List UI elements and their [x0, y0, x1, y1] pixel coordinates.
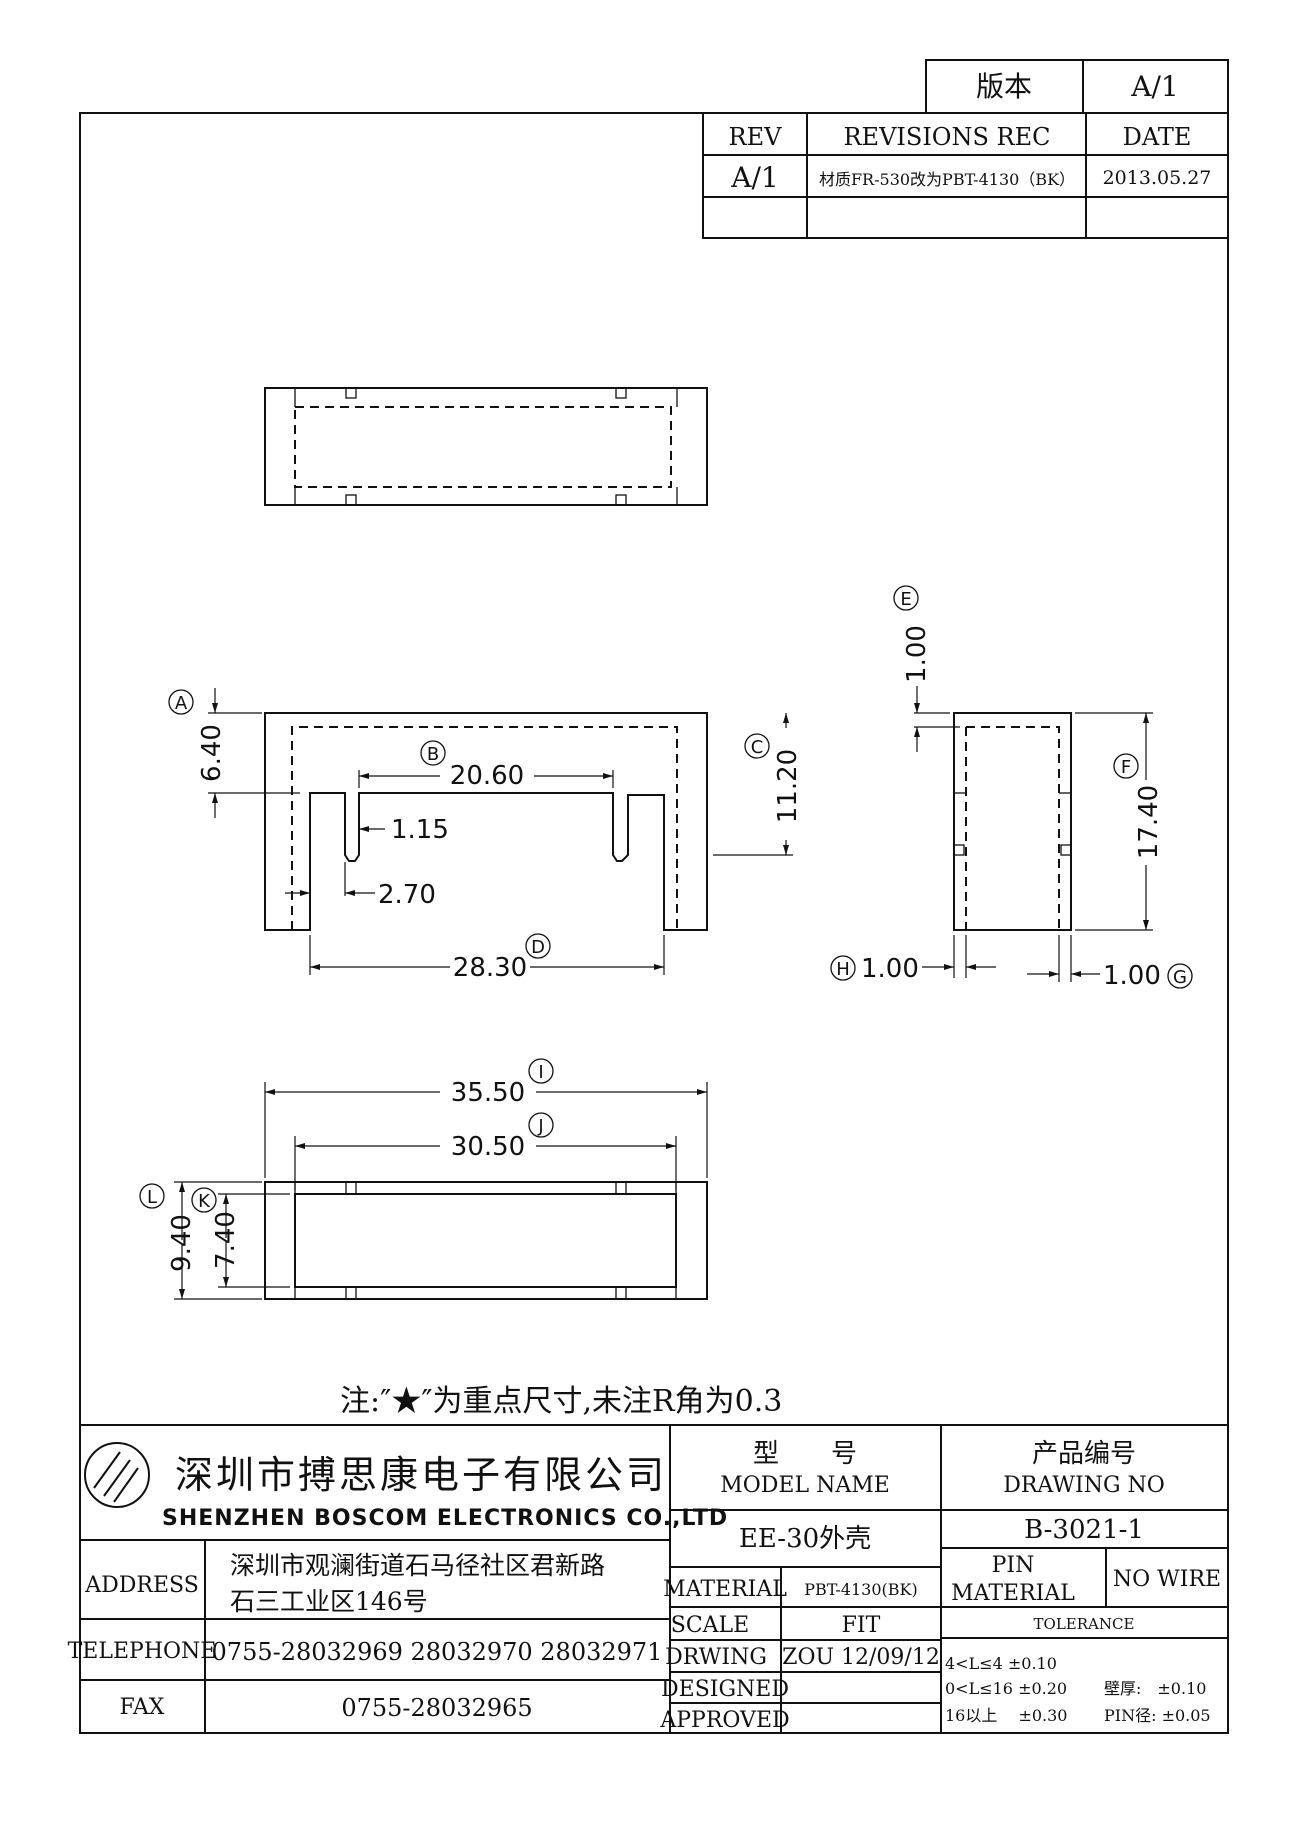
dim-C-letter: C — [751, 737, 764, 758]
pin-material-value: NO WIRE — [1113, 1567, 1221, 1592]
dimension-D: D 28.30 — [309, 933, 665, 983]
dim-E-letter: E — [900, 589, 911, 610]
front-view — [264, 712, 708, 931]
dim-slot-width-value: 1.15 — [391, 815, 449, 845]
dim-E-value: 1.00 — [902, 625, 932, 683]
dimension-H: H 1.00 — [830, 935, 996, 984]
dim-I-letter: I — [538, 1062, 543, 1083]
drawing-note: 注:″★″为重点尺寸,未注R角为0.3 — [340, 1384, 782, 1419]
model-value: EE-30外壳 — [739, 1524, 871, 1554]
dimension-L: L 9.40 — [139, 1181, 262, 1300]
dimension-B: B 20.60 — [358, 740, 614, 791]
drawing-number: B-3021-1 — [1024, 1515, 1144, 1545]
material-label: MATERIAL — [663, 1577, 787, 1602]
telephone-value: 0755-28032969 28032970 28032971 — [212, 1638, 663, 1666]
approved-label: APPROVED — [659, 1708, 789, 1733]
tolerance-row-1: 4<L≤4 ±0.10 — [945, 1654, 1057, 1673]
address-line-1: 深圳市观澜街道石马径社区君新路 — [230, 1551, 605, 1580]
tolerance-row-3: 16以上 ±0.30 — [945, 1706, 1067, 1725]
drawing-label-cn: 产品编号 — [1032, 1439, 1136, 1469]
version-box: 版本 A/1 — [925, 59, 1229, 114]
designed-label: DESIGNED — [661, 1677, 789, 1702]
dimension-G: 1.00 G — [1027, 935, 1193, 991]
material-value: PBT-4130(BK) — [804, 1580, 917, 1599]
revisions-header: REVISIONS REC — [843, 123, 1050, 151]
dimension-E: E 1.00 — [893, 585, 960, 752]
dimension-K: K 7.40 — [191, 1187, 290, 1288]
scale-value: FIT — [842, 1613, 881, 1638]
revision-description: 材质FR-530改为PBT-4130（BK） — [819, 170, 1075, 189]
dim-H-value: 1.00 — [861, 954, 919, 984]
version-label: 版本 — [976, 70, 1032, 103]
address-line-2: 石三工业区146号 — [230, 1587, 428, 1616]
tolerance-pin: PIN径: ±0.05 — [1104, 1706, 1211, 1725]
dim-K-value: 7.40 — [211, 1211, 241, 1269]
dim-A-value: 6.40 — [197, 724, 227, 782]
telephone-label: TELEPHONE — [68, 1639, 217, 1664]
company-logo-icon — [84, 1442, 150, 1508]
version-value: A/1 — [1130, 70, 1178, 103]
scale-label: SCALE — [671, 1613, 749, 1638]
drawing-by-value: ZOU 12/09/12 — [782, 1645, 940, 1670]
top-view — [264, 387, 708, 506]
title-block — [80, 1424, 1228, 1733]
rev-header: REV — [729, 123, 783, 151]
dim-F-letter: F — [1121, 757, 1131, 778]
dimension-A: A 6.40 — [168, 688, 300, 818]
drawing-frame — [79, 112, 1229, 1734]
dim-J-value: 30.50 — [451, 1132, 525, 1162]
dim-B-value: 20.60 — [450, 761, 524, 791]
dimension-F: F 17.40 — [1075, 712, 1164, 931]
drawing-label-en: DRAWING NO — [1003, 1473, 1165, 1498]
dim-J-letter: J — [537, 1116, 543, 1137]
dim-G-letter: G — [1173, 967, 1187, 988]
dim-C-value: 11.20 — [773, 749, 803, 823]
side-view — [953, 712, 1072, 931]
address-label: ADDRESS — [84, 1573, 199, 1598]
dim-D-letter: D — [531, 937, 545, 958]
tolerance-row-2: 0<L≤16 ±0.20 — [945, 1679, 1067, 1698]
dim-I-value: 35.50 — [451, 1078, 525, 1108]
dim-A-letter: A — [175, 693, 188, 714]
dimension-I: I 35.50 — [264, 1058, 708, 1178]
dim-F-value: 17.40 — [1134, 785, 1164, 859]
model-label-en: MODEL NAME — [720, 1473, 890, 1498]
dim-D-value: 28.30 — [453, 953, 527, 983]
revision-date: 2013.05.27 — [1103, 167, 1212, 189]
dim-H-letter: H — [836, 959, 850, 980]
dim-L-letter: L — [147, 1187, 157, 1208]
company-name-cn: 深圳市搏思康电子有限公司 — [175, 1453, 667, 1497]
rev-cell: A/1 — [730, 161, 778, 194]
bottom-view — [264, 1181, 708, 1300]
dimension-slot-width: 1.15 — [359, 815, 449, 845]
pin-material-label-1: PIN — [992, 1553, 1035, 1578]
dimension-slot-offset: 2.70 — [285, 862, 436, 910]
model-label-cn: 型 号 — [753, 1439, 857, 1469]
dim-L-value: 9.40 — [167, 1214, 197, 1272]
pin-material-label-2: MATERIAL — [951, 1581, 1075, 1606]
fax-label: FAX — [120, 1695, 165, 1720]
dim-slot-offset-value: 2.70 — [378, 880, 436, 910]
dimension-J: J 30.50 — [294, 1112, 677, 1190]
dim-B-letter: B — [427, 744, 439, 765]
dim-K-letter: K — [198, 1191, 211, 1212]
dim-G-value: 1.00 — [1103, 961, 1161, 991]
company-name-en: SHENZHEN BOSCOM ELECTRONICS CO.,LTD — [162, 1506, 728, 1531]
tolerance-label: TOLERANCE — [1034, 1615, 1135, 1633]
drawing-by-label: DRWING — [665, 1645, 767, 1670]
date-header: DATE — [1123, 123, 1192, 151]
tolerance-wall: 壁厚: ±0.10 — [1104, 1679, 1206, 1698]
fax-value: 0755-28032965 — [341, 1694, 532, 1722]
revision-table: REV REVISIONS REC DATE A/1 材质FR-530改为PBT… — [702, 112, 1229, 239]
dimension-C: C 11.20 — [713, 713, 803, 856]
